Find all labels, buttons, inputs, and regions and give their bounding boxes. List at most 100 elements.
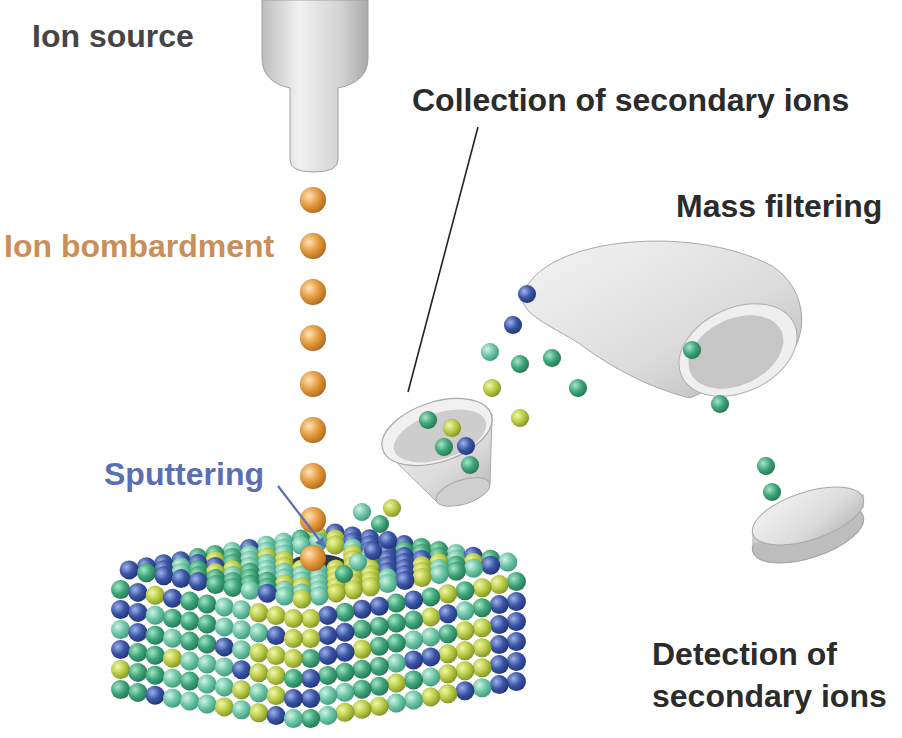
process-label: Sputtering bbox=[104, 454, 264, 496]
primary-ion bbox=[300, 187, 326, 213]
lattice-atom bbox=[215, 697, 234, 716]
lattice-atom bbox=[180, 592, 199, 611]
lattice-atom bbox=[438, 684, 457, 703]
lattice-atom bbox=[473, 638, 492, 657]
lattice-atom bbox=[267, 666, 286, 685]
primary-ion bbox=[300, 463, 326, 489]
lattice-atom bbox=[353, 680, 372, 699]
lattice-atom bbox=[267, 646, 286, 665]
instrument-label: Ion source bbox=[32, 16, 194, 58]
instrument-label: Mass filtering bbox=[676, 186, 882, 228]
lattice-atom bbox=[284, 609, 303, 628]
secondary-ion bbox=[353, 503, 371, 521]
lattice-atom bbox=[421, 607, 440, 626]
lattice-atom bbox=[198, 655, 217, 674]
lattice-atom bbox=[301, 689, 320, 708]
lattice-atom bbox=[387, 594, 406, 613]
lattice-atom bbox=[249, 643, 268, 662]
lattice-atom bbox=[111, 620, 130, 639]
lattice-atom bbox=[370, 697, 389, 716]
instrument-label: Collection of secondary ions bbox=[412, 80, 849, 122]
lattice-atom bbox=[180, 612, 199, 631]
lattice-atom bbox=[447, 562, 466, 581]
lattice-atom bbox=[301, 669, 320, 688]
lattice-atom bbox=[456, 601, 475, 620]
lattice-atom bbox=[421, 627, 440, 646]
lattice-atom bbox=[490, 675, 509, 694]
lattice-atom bbox=[456, 661, 475, 680]
secondary-ion bbox=[504, 316, 522, 334]
lattice-atom bbox=[335, 603, 354, 622]
lattice-atom bbox=[353, 660, 372, 679]
lattice-atom bbox=[473, 598, 492, 617]
lattice-atom bbox=[404, 651, 423, 670]
secondary-ion bbox=[435, 438, 453, 456]
lattice-atom bbox=[284, 709, 303, 728]
lattice-atom bbox=[387, 654, 406, 673]
lattice-atom bbox=[198, 695, 217, 714]
lattice-atom bbox=[387, 634, 406, 653]
secondary-ion bbox=[518, 285, 536, 303]
lattice-atom bbox=[421, 687, 440, 706]
lattice-atom bbox=[128, 643, 147, 662]
ion-source bbox=[262, 0, 368, 172]
lattice-atom bbox=[490, 655, 509, 674]
lattice-atom bbox=[353, 640, 372, 659]
lattice-atom bbox=[232, 660, 251, 679]
secondary-ion bbox=[511, 409, 529, 427]
lattice-atom bbox=[284, 689, 303, 708]
lattice-atom bbox=[180, 692, 199, 711]
lattice-atom bbox=[335, 663, 354, 682]
lattice-atom bbox=[490, 615, 509, 634]
secondary-ion bbox=[364, 542, 382, 560]
mass-filter-magnet bbox=[522, 241, 812, 414]
lattice-atom bbox=[456, 621, 475, 640]
lattice-atom bbox=[111, 600, 130, 619]
secondary-ion bbox=[379, 531, 397, 549]
lattice-atom bbox=[456, 641, 475, 660]
lattice-atom bbox=[146, 686, 165, 705]
lattice-atom bbox=[198, 675, 217, 694]
lattice-atom bbox=[404, 691, 423, 710]
lattice-atom bbox=[378, 574, 397, 593]
lattice-atom bbox=[146, 586, 165, 605]
lattice-atom bbox=[395, 571, 414, 590]
primary-ion bbox=[300, 545, 326, 571]
lattice-atom bbox=[438, 624, 457, 643]
secondary-ion bbox=[543, 349, 561, 367]
primary-ion-beam bbox=[300, 187, 326, 571]
lattice-atom bbox=[241, 581, 260, 600]
lattice-atom bbox=[353, 700, 372, 719]
lattice-atom bbox=[335, 643, 354, 662]
secondary-ion bbox=[757, 457, 775, 475]
lattice-atom bbox=[318, 606, 337, 625]
lattice-atom bbox=[490, 575, 509, 594]
lattice-atom bbox=[223, 578, 242, 597]
lattice-atom bbox=[353, 620, 372, 639]
lattice-atom bbox=[154, 566, 173, 585]
lattice-atom bbox=[267, 606, 286, 625]
lattice-atom bbox=[387, 674, 406, 693]
lattice-atom bbox=[301, 629, 320, 648]
lattice-atom bbox=[163, 649, 182, 668]
lattice-atom bbox=[267, 626, 286, 645]
lattice-atom bbox=[215, 637, 234, 656]
lattice-atom bbox=[370, 657, 389, 676]
secondary-ion bbox=[419, 411, 437, 429]
collector-cone bbox=[374, 386, 501, 512]
lattice-atom bbox=[180, 632, 199, 651]
lattice-atom bbox=[335, 703, 354, 722]
lattice-atom bbox=[128, 683, 147, 702]
lattice-atom bbox=[370, 597, 389, 616]
lattice-atom bbox=[163, 669, 182, 688]
lattice-atom bbox=[327, 583, 346, 602]
primary-ion bbox=[300, 233, 326, 259]
lattice-atom bbox=[413, 568, 432, 587]
secondary-ion bbox=[457, 437, 475, 455]
primary-ion bbox=[300, 279, 326, 305]
detector-disc bbox=[745, 475, 870, 574]
lattice-atom bbox=[318, 626, 337, 645]
lattice-atom bbox=[249, 683, 268, 702]
lattice-atom bbox=[507, 592, 526, 611]
